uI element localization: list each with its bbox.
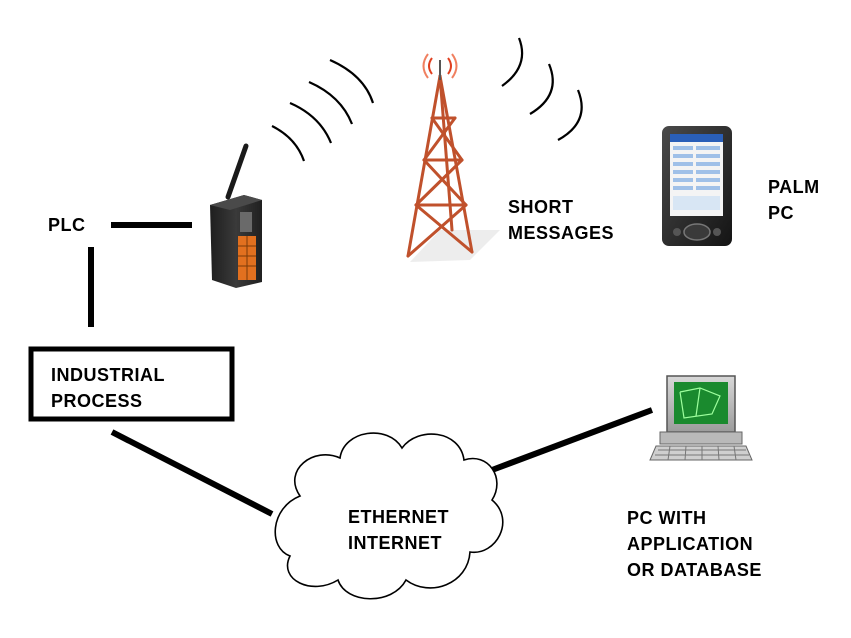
- palm-pc-label-line2: PC: [768, 203, 795, 223]
- short-messages-label-line1: SHORT: [508, 197, 574, 217]
- pc-application-label-line1: PC WITH: [627, 508, 707, 528]
- palm-pc-label-line1: PALM: [768, 177, 820, 197]
- ethernet-internet-label-line1: ETHERNET: [348, 507, 450, 527]
- gsm-modem-icon: [210, 143, 262, 288]
- pc-application-label-line2: APPLICATION: [627, 534, 754, 554]
- pc-application-label-line3: OR DATABASE: [627, 560, 762, 580]
- connector-cloud-pc: [490, 407, 654, 473]
- cloud-icon: [274, 432, 504, 600]
- ethernet-internet-label-line2: INTERNET: [348, 533, 442, 553]
- signal-waves-left-icon: [271, 58, 375, 162]
- industrial-process-box: [28, 346, 235, 422]
- industrial-process-label-line1: INDUSTRIAL: [51, 365, 165, 385]
- short-messages-label-line2: MESSAGES: [508, 223, 615, 243]
- radio-tower-icon: [406, 53, 500, 262]
- palm-pc-icon: [662, 126, 732, 246]
- signal-waves-right-icon: [501, 37, 583, 141]
- industrial-process-label-line2: PROCESS: [51, 391, 143, 411]
- connector-process-cloud: [110, 429, 274, 517]
- desktop-computer-icon: [649, 375, 753, 461]
- plc-label: PLC: [48, 215, 86, 235]
